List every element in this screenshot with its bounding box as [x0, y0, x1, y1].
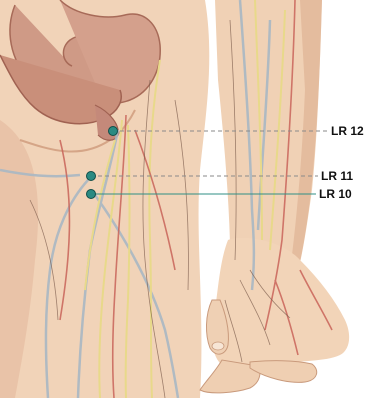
point-lr10[interactable]: [87, 190, 96, 199]
label-lr11: LR 11: [321, 169, 353, 183]
label-lr12: LR 12: [331, 124, 364, 138]
thumbnail: [212, 342, 224, 350]
point-lr12[interactable]: [109, 127, 118, 136]
point-lr11[interactable]: [87, 172, 96, 181]
label-lr10: LR 10: [319, 187, 352, 201]
